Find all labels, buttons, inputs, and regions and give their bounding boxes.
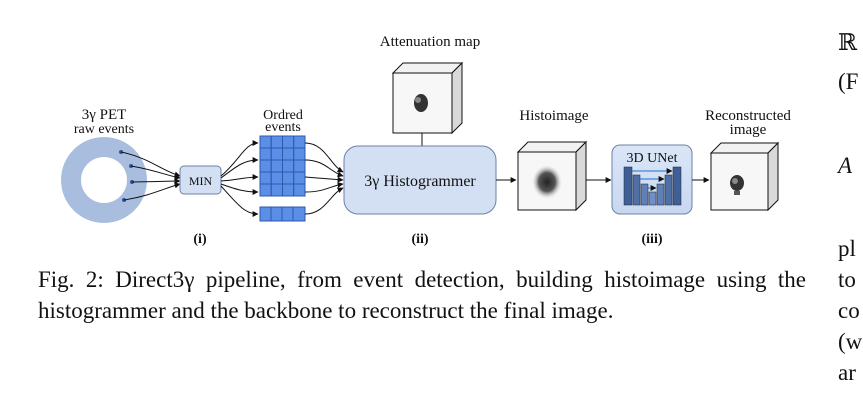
grid-cell bbox=[270, 171, 283, 185]
ordered-label-line1: Ordred bbox=[263, 108, 303, 123]
grid-cell bbox=[293, 183, 306, 197]
attenuation-map-label: Attenuation map bbox=[380, 34, 480, 50]
grid-cell bbox=[282, 183, 295, 197]
grid-cell bbox=[282, 135, 295, 149]
stage-ii-label: (ii) bbox=[411, 232, 428, 247]
grid-cell bbox=[270, 135, 283, 149]
grid-cell bbox=[259, 171, 272, 185]
stage-iii-label: (iii) bbox=[642, 232, 663, 247]
pet-label-line2: raw events bbox=[74, 122, 134, 137]
histoimage-cube bbox=[516, 140, 588, 212]
min-box-label: MIN bbox=[189, 174, 213, 188]
side-fragment: to bbox=[838, 267, 856, 292]
pet-detector-ring bbox=[61, 137, 147, 223]
side-fragment: pl bbox=[838, 236, 856, 261]
reconstructed-label-line2: image bbox=[730, 122, 767, 138]
ordered-label-line2: events bbox=[265, 120, 301, 135]
min-box bbox=[179, 165, 222, 195]
pipeline-diagram: Attenuation map 3γ PET raw events MIN (i… bbox=[61, 34, 791, 247]
histogrammer-box-label: 3γ Histogrammer bbox=[364, 173, 476, 190]
unet-architecture-icon bbox=[623, 166, 682, 206]
grid-cell bbox=[282, 159, 295, 173]
side-fragment: (w bbox=[838, 329, 863, 354]
histoimage-label: Histoimage bbox=[519, 108, 588, 124]
grid-cell bbox=[270, 147, 283, 161]
grid-cell bbox=[259, 147, 272, 161]
grid-cell bbox=[293, 147, 306, 161]
grid-cell bbox=[293, 135, 306, 149]
grid-cell bbox=[270, 159, 283, 173]
grid-cell bbox=[259, 135, 272, 149]
side-fragment: co bbox=[838, 298, 860, 323]
grid-cell bbox=[259, 183, 272, 197]
grid-cell bbox=[293, 159, 306, 173]
grid-cell bbox=[282, 147, 295, 161]
grid-cell bbox=[259, 159, 272, 173]
grid-cell bbox=[293, 171, 306, 185]
side-fragment: A bbox=[838, 153, 853, 178]
figure-caption: Fig. 2: Direct3γ pipeline, from event de… bbox=[38, 267, 806, 323]
side-fragment: ar bbox=[838, 360, 856, 385]
reconstructed-image-cube bbox=[709, 141, 780, 212]
ordered-events-row bbox=[259, 206, 306, 222]
side-fragment: ℝ bbox=[838, 30, 858, 55]
reconstructed-label-line1: Reconstructed bbox=[705, 108, 791, 124]
pet-label-line1: 3γ PET bbox=[82, 107, 127, 123]
stage-i-label: (i) bbox=[193, 232, 207, 247]
ordered-events-grid bbox=[259, 135, 306, 197]
attenuation-map-cube bbox=[391, 61, 464, 135]
unet-box-label: 3D UNet bbox=[627, 151, 678, 166]
grid-cell bbox=[282, 171, 295, 185]
side-fragment: (F bbox=[838, 69, 859, 94]
grid-cell bbox=[270, 183, 283, 197]
